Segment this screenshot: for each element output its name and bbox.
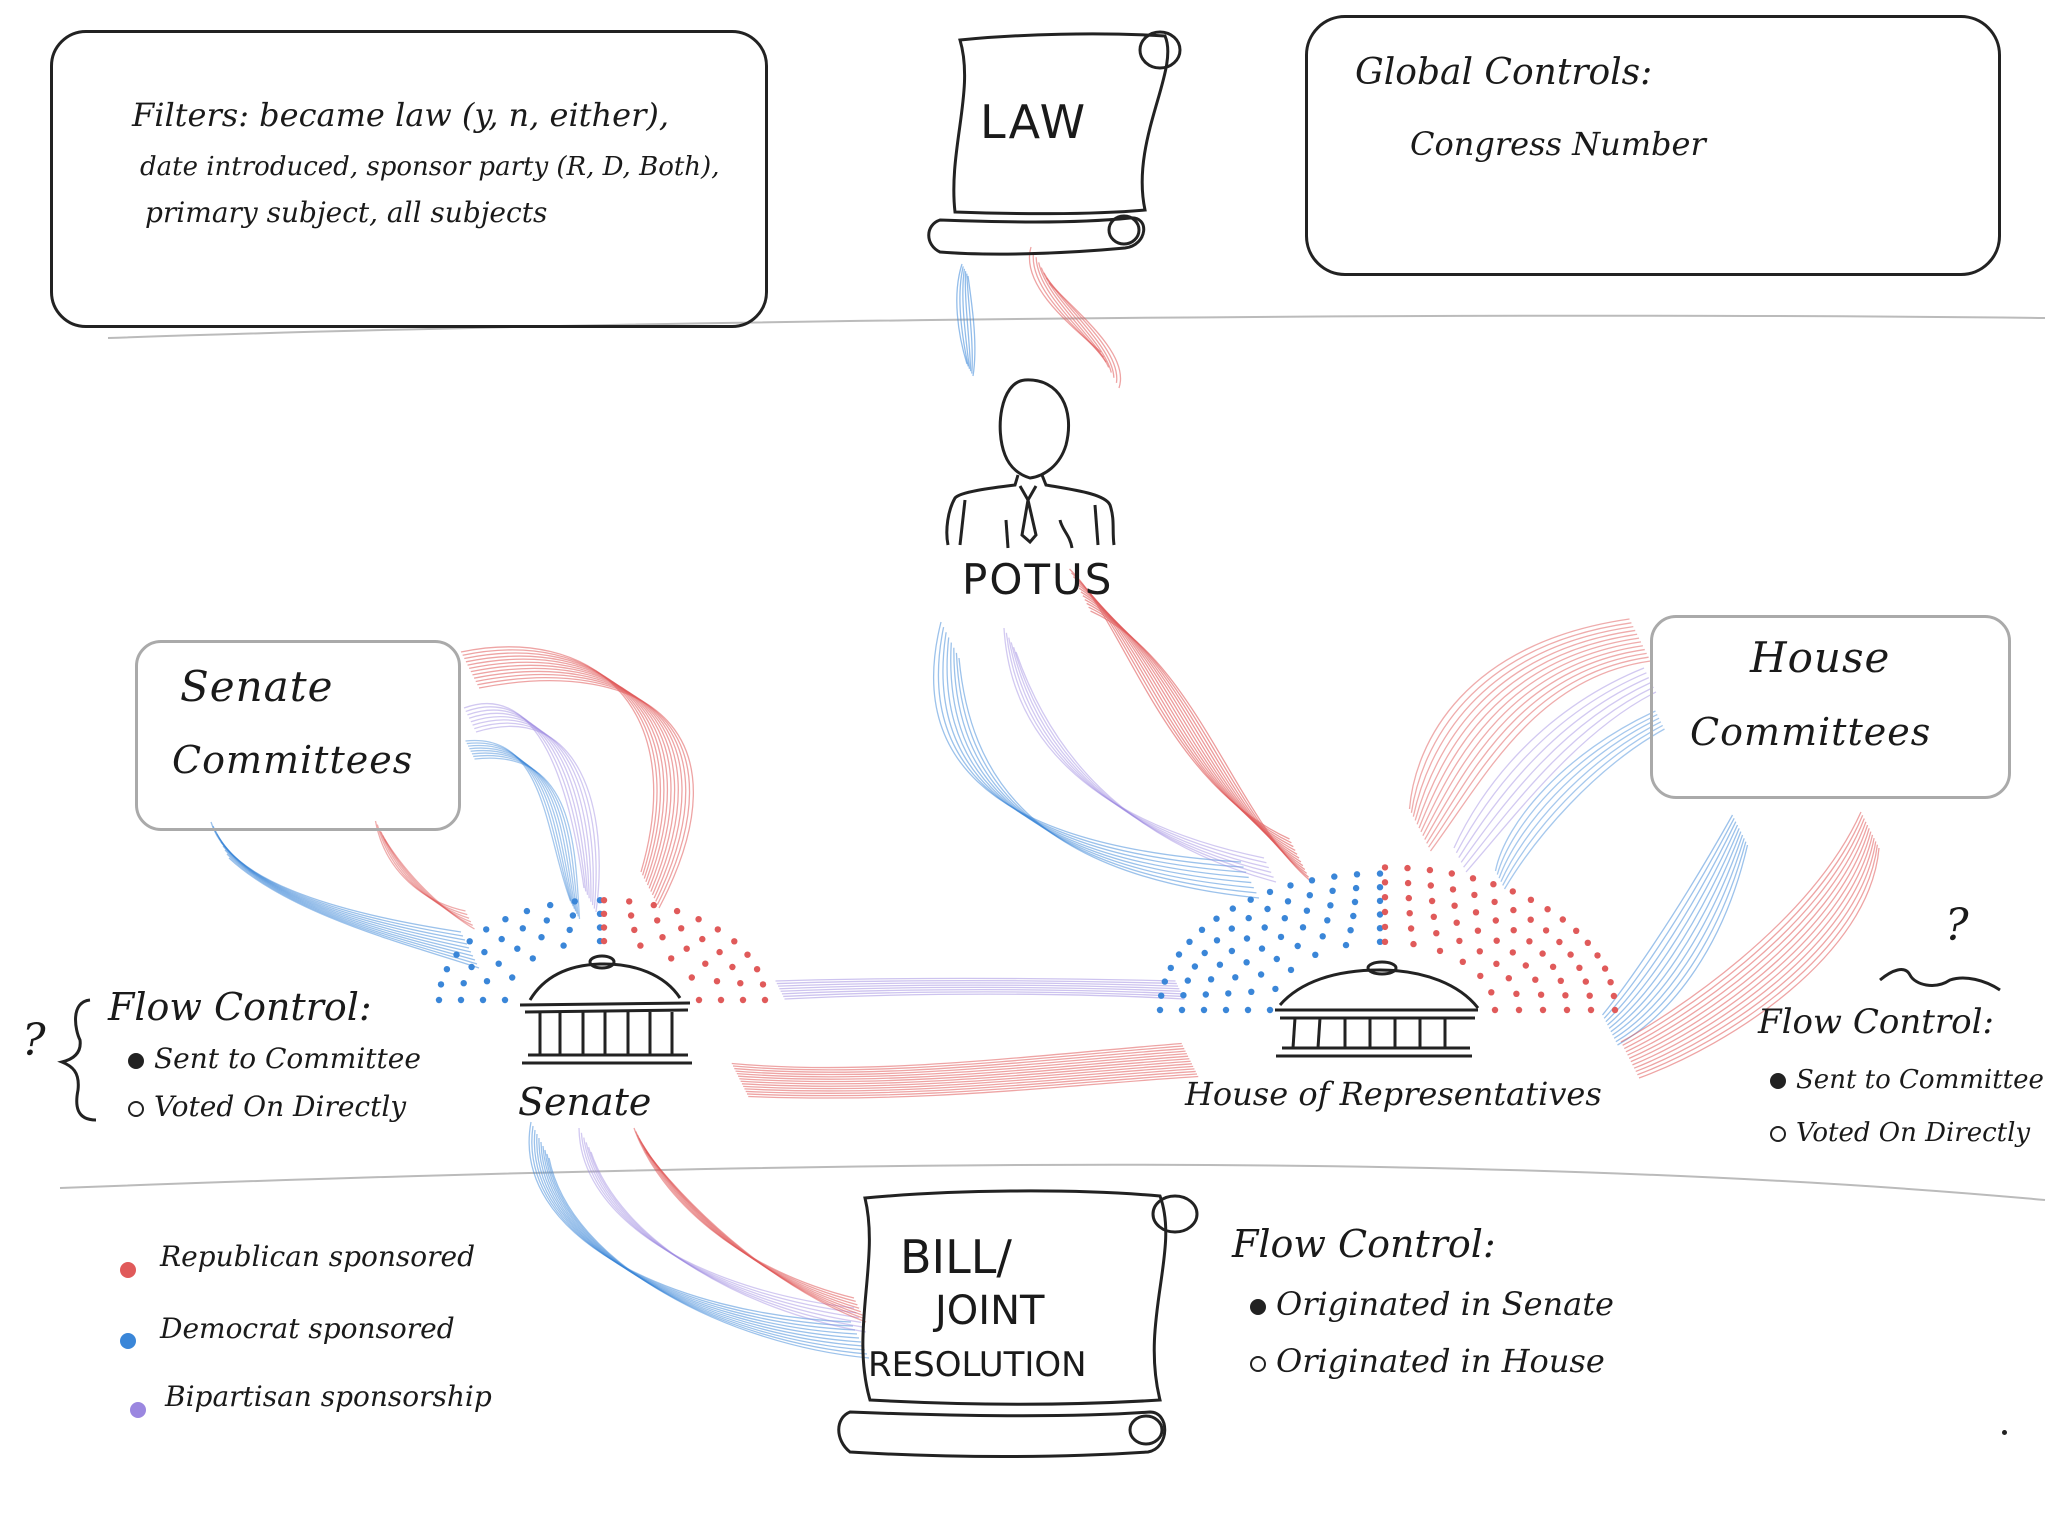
legend-bipartisan-label: Bipartisan sponsorship bbox=[165, 1380, 492, 1413]
origin-option-senate[interactable]: Originated in Senate bbox=[1250, 1285, 1614, 1323]
radio-unselected-icon[interactable] bbox=[1250, 1355, 1266, 1372]
flow-bill-senate-red bbox=[633, 1127, 867, 1323]
house-seats-democrat bbox=[1156, 870, 1384, 1014]
flow-ribbons bbox=[210, 246, 1880, 1359]
filters-line-2[interactable]: date introduced, sponsor party (R, D, Bo… bbox=[140, 152, 720, 182]
global-controls-panel bbox=[1305, 15, 2001, 276]
flow-house-committee-purple bbox=[1453, 667, 1657, 873]
flow-senate-house-purple bbox=[775, 977, 1185, 1000]
bill-scroll-icon bbox=[837, 1189, 1199, 1458]
senate-building-icon bbox=[519, 954, 692, 1065]
house-committees-line-1: House bbox=[1750, 633, 1891, 682]
legend-democrat-swatch bbox=[120, 1333, 136, 1349]
congress-number-control[interactable]: Congress Number bbox=[1410, 125, 1706, 163]
flow-committee-house-low-red bbox=[1620, 811, 1880, 1079]
house-building-icon bbox=[1275, 960, 1480, 1058]
potus-label: POTUS bbox=[962, 555, 1114, 604]
flow-potus-law-blue bbox=[956, 263, 976, 377]
filters-line-1[interactable]: Filters: became law (y, n, either), bbox=[132, 96, 670, 134]
house-flow-option-direct-label: Voted On Directly bbox=[1796, 1118, 2031, 1148]
flow-house-committee-red bbox=[1408, 618, 1651, 852]
origin-option-house[interactable]: Originated in House bbox=[1250, 1342, 1605, 1380]
senate-label[interactable]: Senate bbox=[518, 1080, 652, 1124]
law-scroll-icon bbox=[927, 30, 1182, 256]
seat-dots bbox=[435, 864, 1619, 1014]
senate-seats-republican bbox=[600, 897, 769, 1004]
senate-committees-node[interactable] bbox=[135, 640, 461, 831]
senate-flow-question-mark: ? bbox=[22, 1015, 46, 1066]
legend-republican-swatch bbox=[120, 1262, 136, 1278]
bottom-divider bbox=[59, 1163, 2046, 1201]
radio-unselected-icon[interactable] bbox=[1770, 1126, 1786, 1142]
filters-panel bbox=[50, 30, 768, 328]
flow-committee-senate-low-red bbox=[374, 820, 475, 930]
flow-senate-committee-red bbox=[460, 646, 695, 909]
bill-label-line-1: BILL/ bbox=[900, 1230, 1012, 1284]
flow-house-committee-blue bbox=[1494, 710, 1665, 890]
radio-selected-icon[interactable] bbox=[1770, 1073, 1786, 1089]
house-committees-line-2: Committees bbox=[1690, 710, 1932, 754]
flow-committee-house-low-blue bbox=[1601, 814, 1749, 1046]
house-seats-republican bbox=[1381, 864, 1619, 1014]
legend-bipartisan-swatch bbox=[130, 1402, 146, 1418]
flow-potus-law-red bbox=[1028, 246, 1122, 389]
top-divider bbox=[107, 314, 2046, 339]
flow-bill-senate-blue bbox=[528, 1121, 870, 1359]
senate-flow-option-sent[interactable]: Sent to Committee bbox=[128, 1042, 421, 1075]
legend-republican-label: Republican sponsored bbox=[160, 1240, 476, 1273]
senate-committees-line-2: Committees bbox=[172, 738, 414, 782]
radio-selected-icon[interactable] bbox=[1250, 1298, 1266, 1315]
origin-option-house-label: Originated in House bbox=[1276, 1342, 1605, 1380]
house-label[interactable]: House of Representatives bbox=[1185, 1075, 1602, 1113]
house-committees-node[interactable] bbox=[1650, 615, 2011, 799]
stray-dot bbox=[2002, 1430, 2007, 1435]
senate-flow-option-sent-label: Sent to Committee bbox=[154, 1042, 421, 1075]
flow-house-potus-purple bbox=[1003, 627, 1277, 883]
bill-label-line-2: JOINT bbox=[935, 1288, 1045, 1334]
flow-bill-senate-purple bbox=[578, 1127, 867, 1333]
senate-committees-line-1: Senate bbox=[180, 662, 334, 711]
filters-line-3[interactable]: primary subject, all subjects bbox=[145, 196, 548, 229]
law-label: LAW bbox=[980, 95, 1088, 149]
senate-flow-control-title: Flow Control: bbox=[108, 985, 372, 1029]
house-flow-squiggle bbox=[1879, 968, 2001, 992]
radio-unselected-icon[interactable] bbox=[128, 1100, 144, 1117]
house-flow-option-sent[interactable]: Sent to Committee bbox=[1770, 1065, 2044, 1095]
house-flow-control-title: Flow Control: bbox=[1758, 1002, 1994, 1042]
origin-flow-control-title: Flow Control: bbox=[1232, 1222, 1496, 1266]
bill-label-line-3: RESOLUTION bbox=[868, 1345, 1087, 1385]
flow-house-potus-red bbox=[1069, 568, 1311, 882]
flow-senate-committee-blue bbox=[465, 739, 581, 920]
flow-senate-house-red bbox=[731, 1042, 1199, 1099]
origin-option-senate-label: Originated in Senate bbox=[1276, 1285, 1614, 1323]
flow-senate-committee-purple bbox=[463, 702, 600, 913]
potus-figure-icon bbox=[945, 378, 1116, 549]
radio-selected-icon[interactable] bbox=[128, 1052, 144, 1069]
senate-flow-brace bbox=[57, 998, 97, 1122]
house-flow-option-direct[interactable]: Voted On Directly bbox=[1770, 1118, 2030, 1148]
global-controls-title: Global Controls: bbox=[1355, 52, 1653, 93]
house-flow-option-sent-label: Sent to Committee bbox=[1796, 1065, 2044, 1095]
flow-committee-senate-low-blue bbox=[210, 821, 480, 969]
senate-flow-option-direct[interactable]: Voted On Directly bbox=[128, 1090, 406, 1123]
legend-democrat-label: Democrat sponsored bbox=[160, 1312, 455, 1345]
flow-house-potus-blue bbox=[933, 621, 1260, 899]
house-flow-question-mark: ? bbox=[1945, 900, 1969, 951]
senate-flow-option-direct-label: Voted On Directly bbox=[154, 1090, 407, 1123]
